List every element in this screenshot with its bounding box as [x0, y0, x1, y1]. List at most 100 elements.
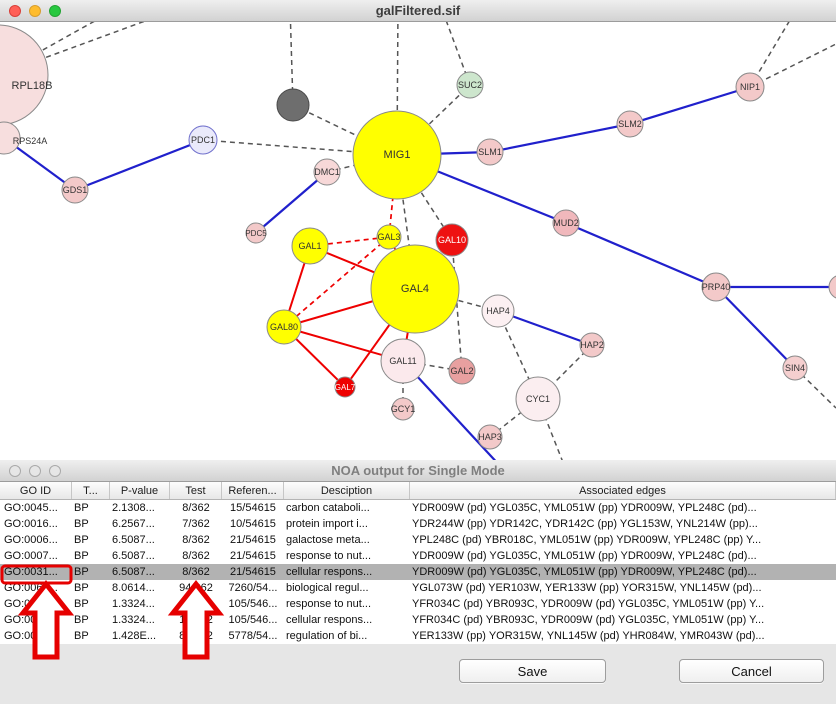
node-RPL18B[interactable]	[0, 24, 49, 126]
node-label: HAP4	[486, 306, 510, 316]
cell: 1.428E...	[112, 630, 157, 642]
cell: BP	[74, 630, 89, 642]
node-GAL7[interactable]	[334, 376, 356, 398]
cell: 94/362	[179, 582, 213, 594]
node-PRP40[interactable]	[701, 272, 731, 302]
node-GAL1[interactable]	[291, 227, 329, 265]
node-SLM1[interactable]	[476, 138, 504, 166]
cell: 6.5087...	[112, 534, 155, 546]
node-GDS1[interactable]	[61, 176, 89, 204]
cell: YFR034C (pd) YBR093C, YDR009W (pd) YGL03…	[412, 614, 765, 626]
column-header-desciption[interactable]: Desciption	[284, 482, 410, 499]
node-GAL3[interactable]	[376, 224, 402, 250]
column-header-test[interactable]: Test	[170, 482, 222, 499]
node-GAL4[interactable]	[370, 244, 460, 334]
network-edge	[396, 5, 399, 156]
node-label: PRP40	[702, 282, 731, 292]
minimize-button[interactable]	[29, 465, 41, 477]
node-label: SLM2	[618, 119, 642, 129]
network-edge	[255, 171, 328, 234]
node-MIG1[interactable]	[352, 110, 442, 200]
cell: galactose meta...	[286, 534, 370, 546]
cell: 105/546...	[228, 614, 278, 626]
node-NIP1[interactable]	[735, 72, 765, 102]
network-edge	[451, 239, 463, 372]
node-label: GDS1	[63, 185, 88, 195]
cell: 21/54615	[230, 534, 276, 546]
cell: 7/362	[182, 518, 210, 530]
node-GAL10[interactable]	[435, 223, 469, 257]
minimize-button[interactable]	[29, 5, 41, 17]
column-header-referen-[interactable]: Referen...	[222, 482, 284, 499]
node-label: PDC1	[191, 135, 215, 145]
network-edge	[289, 5, 294, 106]
cell: BP	[74, 550, 89, 562]
network-canvas[interactable]: RPL18BRPS24AGDS1PDC1DMC1MIG1SUC2SLM1SLM2…	[0, 0, 836, 460]
close-button[interactable]	[9, 465, 21, 477]
cell: YDR009W (pd) YGL035C, YML051W (pp) YDR00…	[412, 502, 757, 514]
node-label: GAL4	[401, 283, 429, 295]
cell: YER133W (pp) YOR315W, YNL145W (pd) YHR08…	[412, 630, 765, 642]
network-edge	[749, 9, 797, 88]
cell: 21/54615	[230, 550, 276, 562]
node-HAP4[interactable]	[481, 294, 515, 328]
node-PDC1[interactable]	[188, 125, 218, 155]
node-SLM2[interactable]	[616, 110, 644, 138]
noa-window-title: NOA output for Single Mode	[331, 463, 505, 478]
node-label: HAP3	[478, 432, 502, 442]
node-label: GAL2	[450, 366, 473, 376]
node-edgeR[interactable]	[828, 275, 836, 299]
node-gray1[interactable]	[276, 88, 310, 122]
cell: 105/546...	[228, 598, 278, 610]
save-button[interactable]: Save	[459, 659, 606, 683]
network-window-titlebar[interactable]: galFiltered.sif	[0, 0, 836, 22]
column-header-associated-edges[interactable]: Associated edges	[410, 482, 836, 499]
cancel-button[interactable]: Cancel	[679, 659, 824, 683]
network-edge	[629, 85, 751, 126]
cell: 8/362	[182, 566, 210, 578]
node-RPS24A[interactable]	[0, 121, 21, 155]
column-header-p-value[interactable]: P-value	[110, 482, 170, 499]
node-DMC1[interactable]	[313, 158, 341, 186]
node-GAL11[interactable]	[380, 338, 426, 384]
node-SUC2[interactable]	[456, 71, 484, 99]
close-button[interactable]	[9, 5, 21, 17]
cell: BP	[74, 614, 89, 626]
column-header-t-[interactable]: T...	[72, 482, 110, 499]
node-GAL2[interactable]	[448, 357, 476, 385]
node-GAL80[interactable]	[266, 309, 302, 345]
network-edge	[715, 286, 796, 369]
zoom-button[interactable]	[49, 5, 61, 17]
cell: BP	[74, 598, 89, 610]
cell: BP	[74, 582, 89, 594]
cell: BP	[74, 534, 89, 546]
noa-window-titlebar[interactable]: NOA output for Single Mode	[0, 460, 836, 482]
node-HAP2[interactable]	[579, 332, 605, 358]
cell: 6.2567...	[112, 518, 155, 530]
node-MUD2[interactable]	[552, 209, 580, 237]
node-label: RPS24A	[13, 136, 48, 146]
zoom-button[interactable]	[49, 465, 61, 477]
node-HAP3[interactable]	[477, 424, 503, 450]
node-GCY1[interactable]	[391, 397, 415, 421]
node-CYC1[interactable]	[515, 376, 561, 422]
cell: 6.5087...	[112, 550, 155, 562]
cell: 6.5087...	[112, 566, 155, 578]
node-label: DMC1	[314, 167, 340, 177]
cell: 8/362	[182, 550, 210, 562]
node-label: MUD2	[553, 218, 579, 228]
node-SIN4[interactable]	[782, 355, 808, 381]
node-PDC5[interactable]	[245, 222, 267, 244]
network-edge	[565, 221, 717, 289]
column-header-go-id[interactable]: GO ID	[0, 482, 72, 499]
